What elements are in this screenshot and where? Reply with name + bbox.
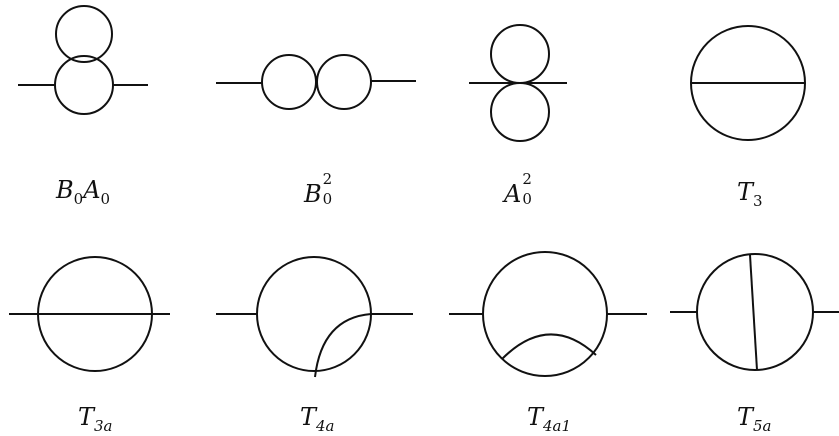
diagram-b0a0 bbox=[18, 5, 148, 115]
left-loop bbox=[261, 54, 317, 110]
outer-loop bbox=[482, 251, 608, 377]
outer-loop bbox=[256, 256, 372, 372]
diagram-t5a bbox=[670, 253, 839, 371]
label-b0a0: B0A0 bbox=[56, 176, 111, 208]
upper-loop bbox=[55, 5, 113, 63]
label-t4a1: T4a1 bbox=[527, 403, 572, 435]
label-t4a: T4a bbox=[300, 403, 335, 435]
diagram-b0-squared bbox=[216, 54, 416, 110]
diagram-t4a1 bbox=[449, 251, 647, 377]
diagram-t3 bbox=[690, 25, 806, 141]
diagram-a0-squared bbox=[469, 24, 567, 142]
diagram-t3a bbox=[9, 256, 170, 372]
right-loop bbox=[316, 54, 372, 110]
lower-loop bbox=[490, 82, 550, 142]
diagram-t4a bbox=[216, 256, 413, 378]
label-t3: T3 bbox=[737, 178, 763, 210]
label-t3a: T3a bbox=[78, 403, 113, 435]
label-t5a: T5a bbox=[737, 403, 772, 435]
inner-propagator bbox=[749, 254, 758, 371]
upper-loop bbox=[490, 24, 550, 84]
lower-loop bbox=[54, 55, 114, 115]
inner-arc-propagator bbox=[501, 333, 597, 360]
inner-arc-propagator bbox=[314, 313, 372, 378]
